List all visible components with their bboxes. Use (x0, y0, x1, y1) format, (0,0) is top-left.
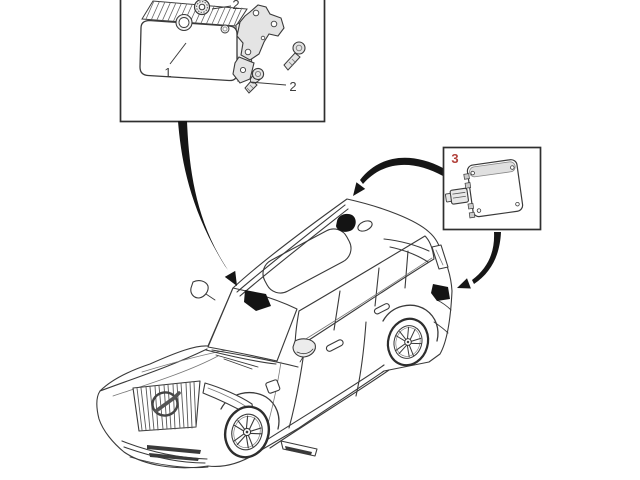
mirror-near-detail (296, 348, 314, 363)
screw-head (251, 67, 265, 81)
control-module-body (139, 19, 238, 82)
door-handle-rear (373, 303, 390, 315)
part-label-2-top: 2 (232, 0, 239, 12)
callout-box-sensor: 3 (442, 146, 542, 231)
sensor-top-band (469, 161, 516, 178)
leader-line-2-bottom (249, 81, 287, 86)
wheel-center-cap (245, 430, 249, 434)
windshield-camera-module (244, 290, 271, 311)
bumper-intake-slot (149, 453, 199, 461)
callout-arrows (178, 121, 501, 289)
bumper-intake-slot (147, 445, 201, 454)
arrow-to-windshield-camera (178, 121, 228, 270)
screw-lower (244, 67, 265, 94)
rear-quarter-module (431, 284, 450, 301)
wheel-spokes (233, 415, 262, 449)
screw-threads (246, 84, 254, 92)
rim-inner-edge (233, 416, 261, 448)
hood-front-edge (99, 348, 208, 392)
callout-box-module: 1 2 2 (119, 0, 326, 123)
sensor-rib (463, 173, 470, 180)
window-pillars (333, 250, 409, 331)
sensor-connector-ribs (452, 191, 466, 199)
sensor-rib (467, 202, 475, 210)
roof-vent (357, 220, 373, 232)
rear-wheel-arch (382, 304, 439, 342)
fender-shoulder-line (211, 349, 299, 368)
sensor-screw-hole (476, 208, 482, 213)
module-port-inner (178, 17, 190, 28)
mirror-near (292, 338, 316, 358)
part-label-2-bottom: 2 (289, 79, 296, 94)
sensor-rib (468, 211, 476, 219)
screw-shank (283, 52, 301, 71)
hood-crease-left (112, 355, 219, 397)
mirror-far-stalk (205, 293, 216, 301)
brand-badge-ring (151, 391, 179, 417)
sensor-screw-hole (510, 165, 515, 170)
bumper-skid-line (129, 456, 209, 469)
sensor-screw-hole (470, 170, 475, 176)
front-door-seam (288, 351, 305, 429)
brand-badge-sash (154, 391, 181, 413)
sensor-connector-tab (445, 193, 452, 203)
bracket-hole (270, 20, 278, 28)
arrowhead-roof (353, 182, 366, 196)
screw-threads (288, 58, 297, 67)
cowl-line (205, 349, 277, 365)
rocker-trim (264, 364, 390, 449)
arrow-to-roof-module (360, 157, 443, 184)
screw-washer-center (198, 3, 206, 11)
sensor-screw-hole (515, 201, 520, 207)
part-label-3: 3 (451, 151, 458, 166)
sensor-module (445, 159, 524, 219)
arrowhead-windshield (224, 270, 237, 286)
sunroof (262, 228, 352, 294)
screw-head-hex (254, 70, 262, 78)
hood-crease-right (141, 348, 233, 373)
rear-wheel (386, 317, 430, 367)
sensor-rib (464, 182, 472, 189)
taillight-line (435, 249, 444, 266)
roof-antenna-module (336, 213, 356, 232)
bracket-hole (260, 35, 266, 41)
screw-washer-serration (196, 1, 208, 13)
rim-inner-edge (395, 327, 421, 357)
charge-port-door (265, 379, 281, 394)
arrow-to-rear-module (472, 232, 501, 284)
bracket-hole (244, 48, 252, 56)
mirror-far (190, 280, 209, 299)
bracket-hole (239, 66, 247, 74)
wheel-spokes (395, 326, 422, 358)
belt-line-trim (295, 257, 433, 346)
screw-upper (283, 41, 306, 71)
wipers (215, 354, 259, 370)
leader-line-2-top (211, 5, 232, 10)
bracket-hole (252, 9, 260, 17)
module-stud-center (222, 26, 228, 32)
roof-rail-left (236, 204, 349, 297)
sensor-connector (449, 187, 469, 205)
door-handle-front (325, 339, 344, 352)
bumper-corner-slot (285, 446, 312, 455)
front-wheel (223, 405, 271, 459)
mounting-bracket (236, 4, 285, 61)
rear-bumper-lines (433, 299, 452, 334)
rear-spoiler-lines (383, 238, 430, 263)
arrowhead-rear (457, 278, 471, 289)
leader-line-1 (169, 42, 187, 65)
screw-head-hex (295, 44, 303, 52)
taillight (431, 244, 449, 270)
car-illustration (96, 198, 453, 469)
part-label-1: 1 (164, 65, 171, 80)
wheel-center-cap (406, 340, 410, 344)
screw-head (292, 41, 306, 55)
rear-door-seam (355, 321, 367, 397)
